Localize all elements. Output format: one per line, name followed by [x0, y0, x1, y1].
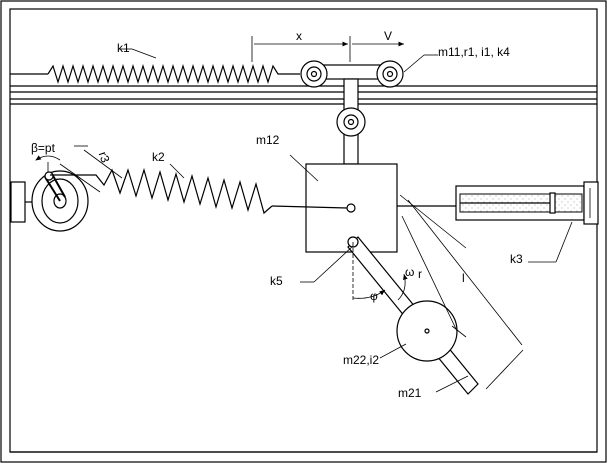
damper-k3: k3	[397, 181, 599, 266]
pendulum: k5 φ ω r l m22,i2 m21	[270, 194, 524, 400]
rotating-disc: β=pt r3	[10, 141, 123, 232]
wheel-right	[376, 60, 404, 88]
top-rail	[10, 85, 597, 105]
wheel-left	[300, 60, 328, 88]
label-k3: k3	[510, 252, 523, 266]
label-k2: k2	[152, 150, 165, 164]
label-l: l	[462, 271, 465, 285]
label-k5: k5	[270, 274, 283, 288]
trolley-m11: m11,r1, i1, k4	[300, 45, 510, 165]
label-m21: m21	[398, 386, 422, 400]
wheel-lower	[336, 107, 366, 137]
label-k1: k1	[117, 41, 130, 55]
label-r3: r3	[96, 150, 113, 165]
label-v: V	[384, 29, 392, 43]
label-x: x	[296, 29, 302, 43]
label-m22: m22,i2	[343, 353, 379, 367]
spring-k2: k2	[50, 150, 348, 215]
x-dimension: x V	[251, 29, 404, 62]
label-omega: ω	[405, 265, 414, 279]
label-m11: m11,r1, i1, k4	[438, 45, 510, 59]
label-m12: m12	[256, 133, 280, 147]
body-m12: m12	[256, 133, 398, 253]
label-phi: φ	[370, 289, 378, 303]
label-r: r	[418, 267, 422, 281]
spring-k1: k1	[10, 41, 300, 85]
label-beta: β=pt	[31, 141, 56, 155]
